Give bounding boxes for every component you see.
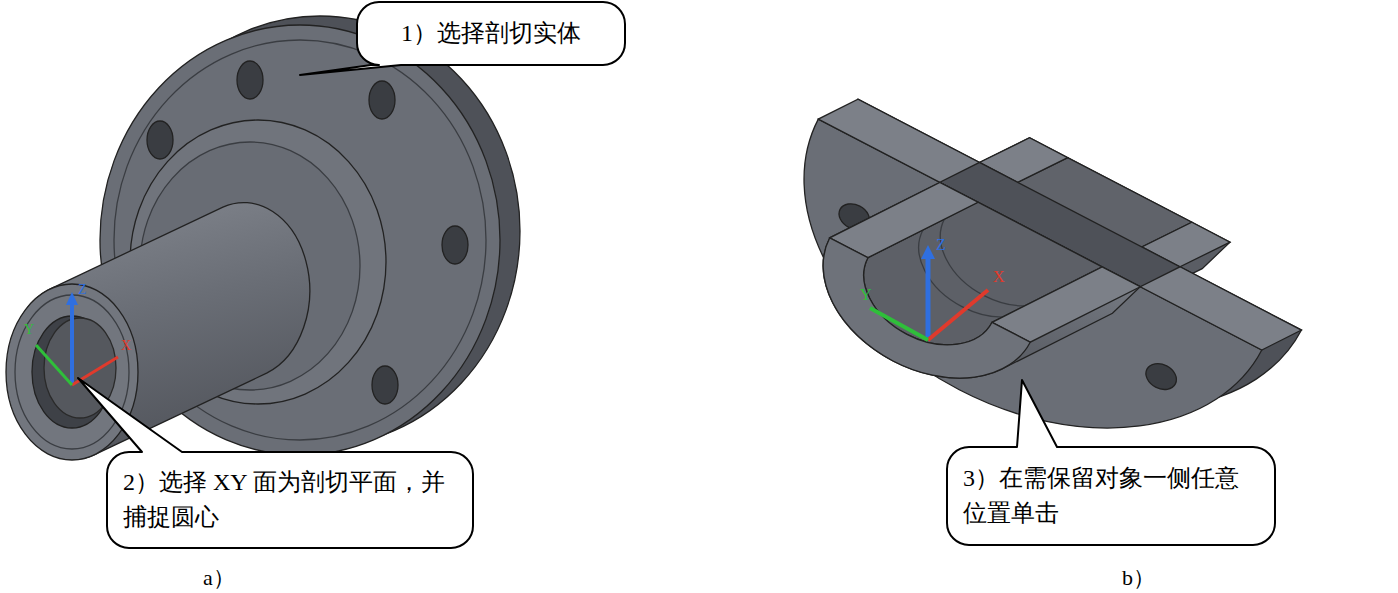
chamfer-line	[15, 295, 129, 449]
bolt-hole	[369, 81, 395, 119]
hub-front-face	[793, 238, 1030, 413]
callout-text: 1）选择剖切实体	[373, 16, 609, 51]
callout-shape	[947, 447, 1275, 545]
bolt-hole	[1141, 358, 1180, 394]
callout-shape	[107, 452, 473, 548]
axis-letter: X	[121, 338, 131, 353]
callout-box: 1）选择剖切实体	[357, 2, 625, 65]
z-axis	[926, 256, 931, 340]
callout-outline	[947, 380, 1275, 545]
hub-cylinder	[7, 203, 309, 460]
callout-text: 2）选择 XY 面为剖切平面，并捕捉圆心	[123, 465, 457, 535]
x-axis	[928, 290, 988, 340]
axis-letter: Y	[24, 322, 34, 337]
bolt-hole	[442, 226, 468, 264]
flange-part-whole	[6, 16, 520, 460]
y-axis	[36, 345, 72, 385]
cut-face	[1140, 255, 1301, 362]
z-axis	[70, 302, 74, 385]
callout-text: 3）在需保留对象一侧任意位置单击	[963, 461, 1259, 531]
callout-box: 3）在需保留对象一侧任意位置单击	[947, 447, 1275, 545]
z-arrow	[66, 292, 78, 305]
hub-front-face	[6, 284, 138, 460]
axis-letter: Z	[936, 236, 946, 254]
callout-outline	[300, 2, 625, 75]
bolt-hole	[372, 366, 398, 404]
axis-letter: Z	[78, 282, 87, 297]
callout-outline	[78, 378, 473, 548]
z-arrow	[921, 245, 935, 259]
callout-box: 2）选择 XY 面为剖切平面，并捕捉圆心	[107, 452, 473, 548]
axis-letter: X	[993, 268, 1005, 286]
ucs-axes	[36, 292, 118, 385]
cut-face	[818, 87, 979, 194]
bolt-hole	[147, 121, 173, 159]
ucs-axes	[870, 245, 988, 340]
hub-half	[793, 149, 1140, 446]
bolt-hole	[237, 61, 263, 99]
axis-letter: Y	[860, 286, 872, 304]
x-axis	[72, 357, 118, 385]
figure-label: b）	[1122, 566, 1155, 590]
y-axis	[870, 308, 928, 340]
figure-label: a）	[203, 566, 235, 590]
